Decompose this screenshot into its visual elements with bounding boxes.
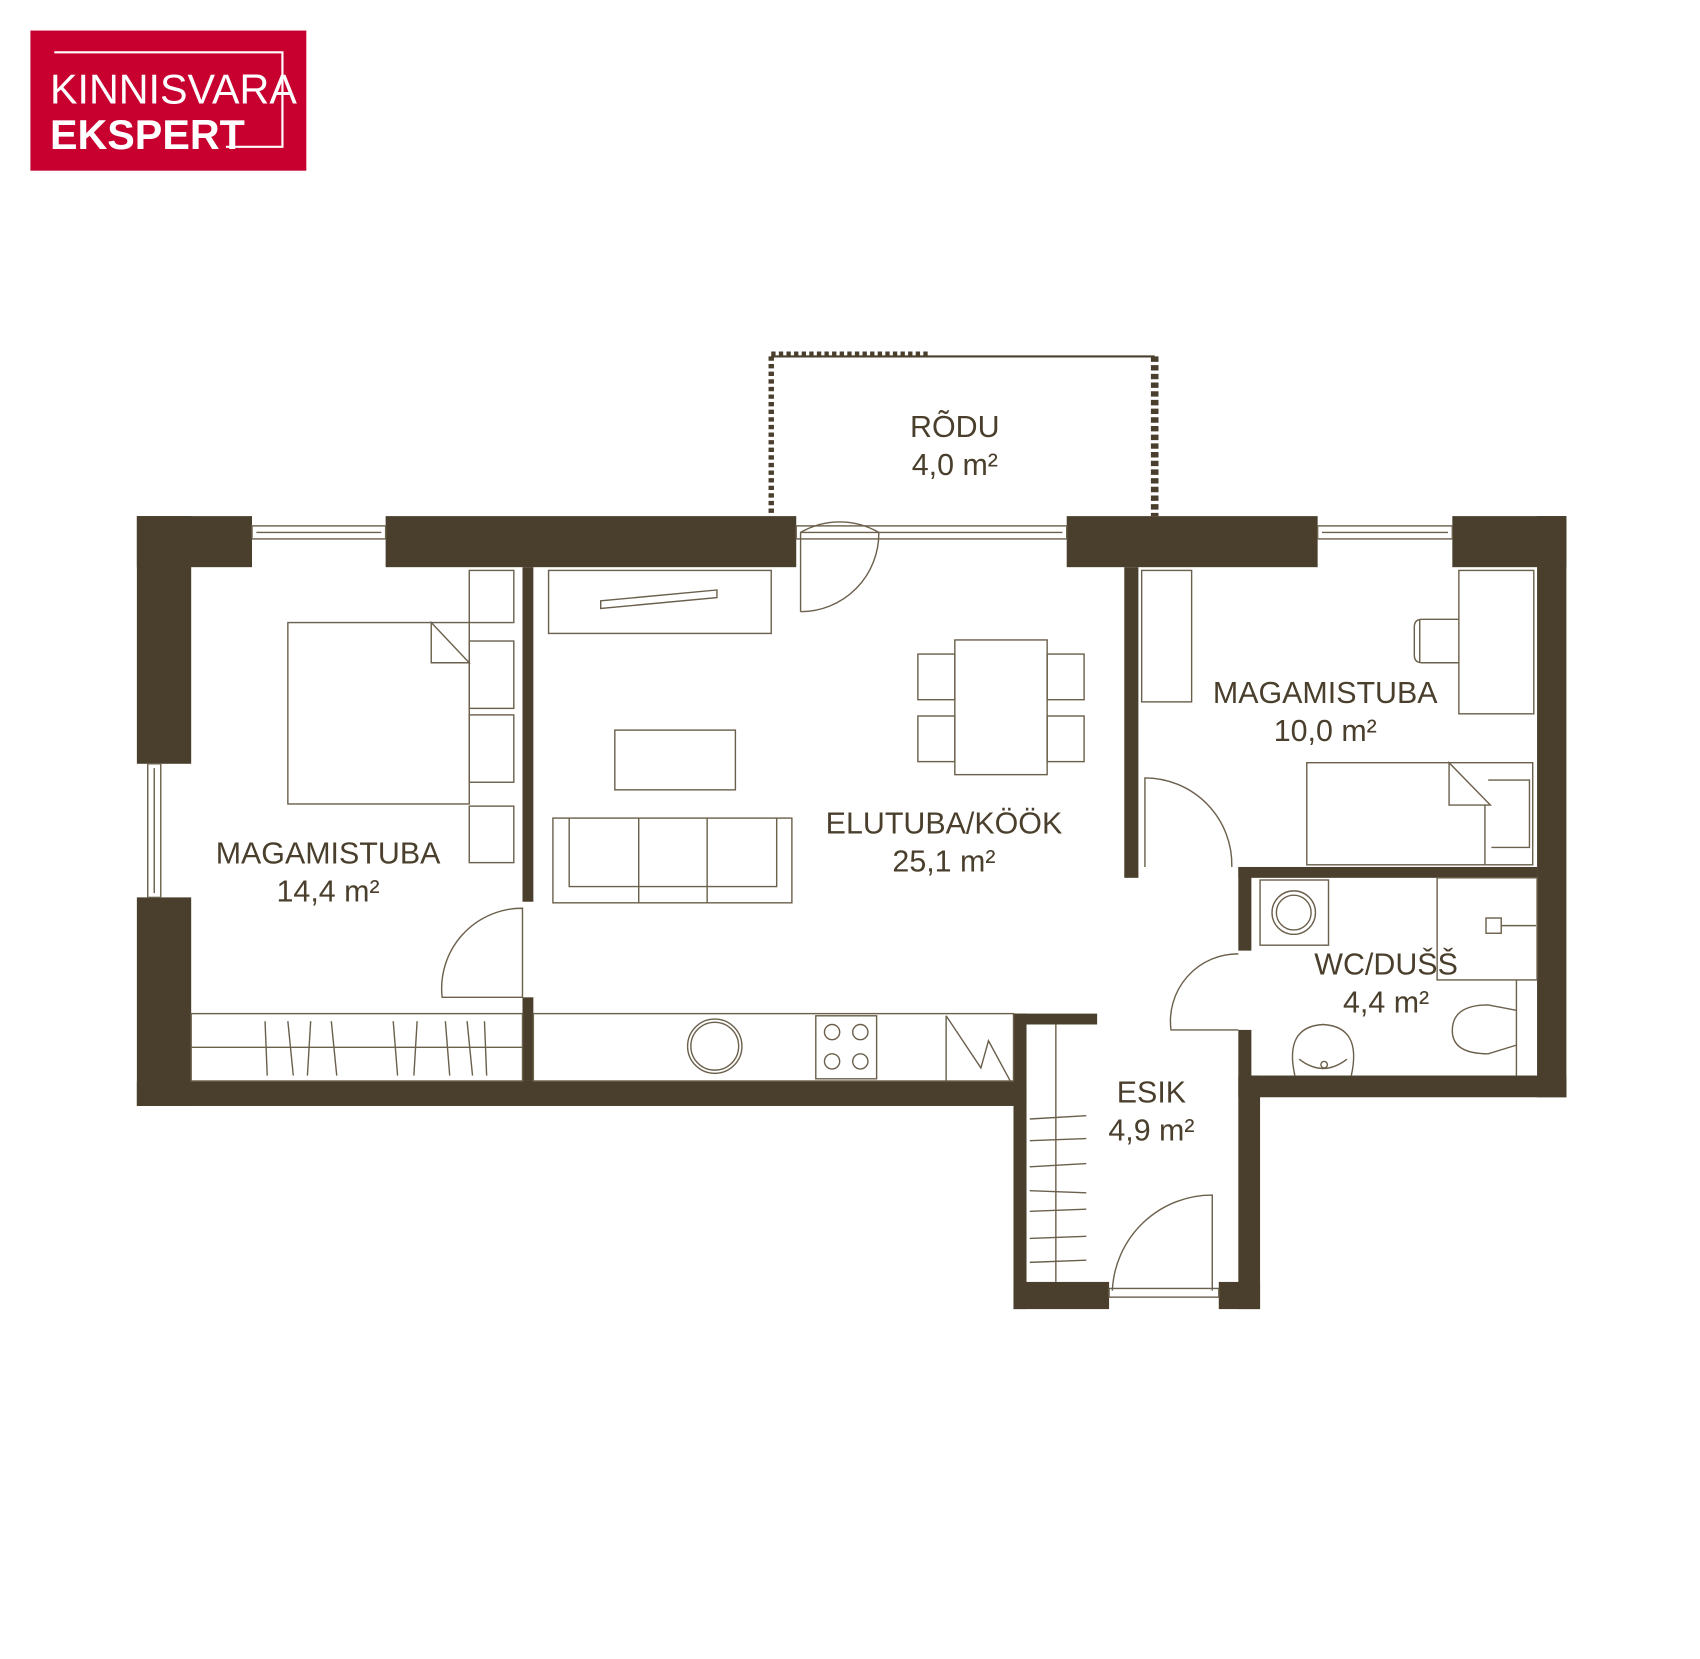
room-name-hallway: ESIK bbox=[1117, 1076, 1186, 1110]
logo: KINNISVARA EKSPERT bbox=[30, 30, 307, 171]
windows bbox=[147, 525, 1454, 899]
room-name-balcony: RÕDU bbox=[910, 410, 1000, 444]
room-area-bathroom: 4,4 m² bbox=[1343, 986, 1429, 1020]
room-name-bedroom-2: MAGAMISTUBA bbox=[1213, 676, 1438, 710]
room-name-bedroom-1: MAGAMISTUBA bbox=[216, 837, 441, 871]
balcony bbox=[768, 351, 1159, 517]
furniture bbox=[190, 569, 1538, 1282]
room-area-bedroom-1: 14,4 m² bbox=[277, 875, 380, 909]
doors bbox=[440, 521, 1239, 1298]
room-name-living-kitchen: ELUTUBA/KÖÖK bbox=[826, 806, 1063, 840]
room-area-bedroom-2: 10,0 m² bbox=[1274, 714, 1377, 748]
logo-text-line1: KINNISVARA bbox=[50, 66, 297, 112]
logo-text-line2: EKSPERT bbox=[50, 112, 245, 158]
room-area-hallway: 4,9 m² bbox=[1108, 1114, 1194, 1148]
room-labels: RÕDU 4,0 m² MAGAMISTUBA 14,4 m² ELUTUBA/… bbox=[216, 410, 1458, 1148]
room-area-balcony: 4,0 m² bbox=[912, 448, 998, 482]
room-name-bathroom: WC/DUŠŠ bbox=[1314, 948, 1458, 982]
room-area-living-kitchen: 25,1 m² bbox=[892, 844, 995, 878]
walls bbox=[136, 516, 1567, 1310]
